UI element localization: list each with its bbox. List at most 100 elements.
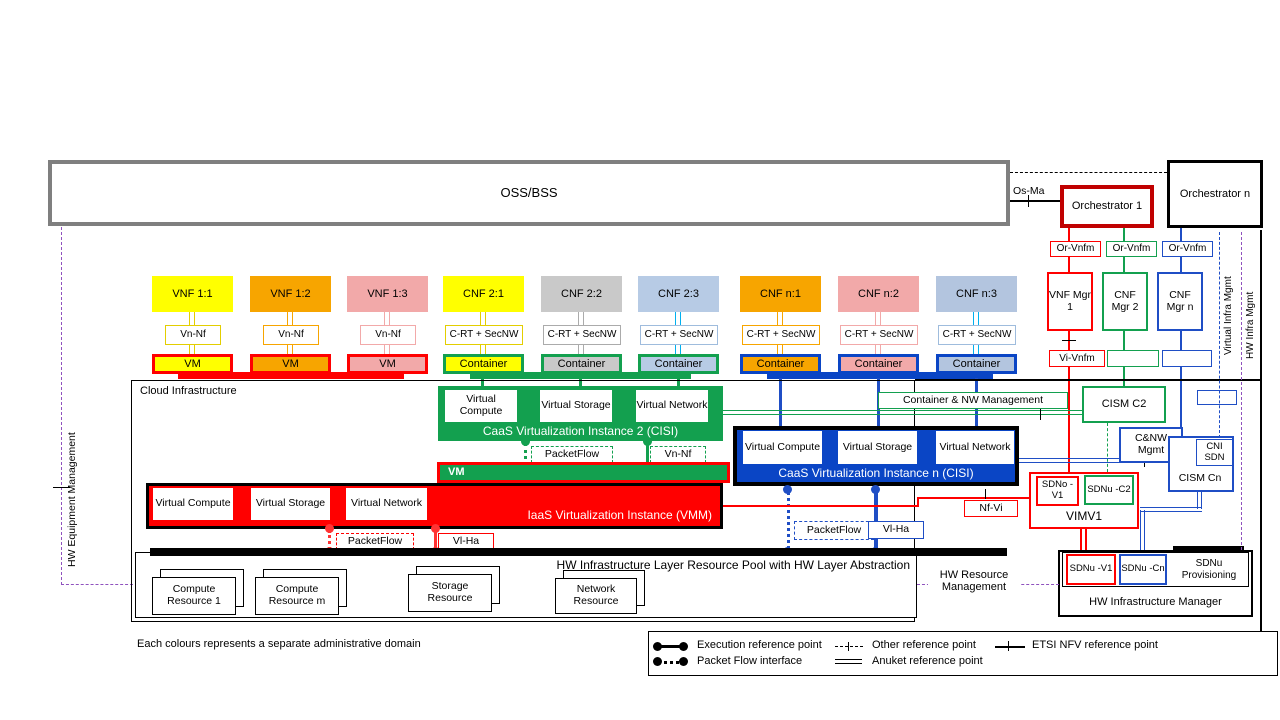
- nf-vi-label: Nf-Vi: [964, 500, 1018, 517]
- caasn-virtual-compute: Virtual Compute: [743, 431, 822, 464]
- container-nw-mgmt-label: Container & NW Management: [878, 392, 1068, 409]
- container-domain-bar-green: [470, 372, 691, 379]
- nf-runtime: Container: [638, 354, 719, 374]
- legend-etsi-symbol: [995, 646, 1025, 648]
- or-vnfm-label-blue: Or-Vnfm: [1162, 241, 1213, 257]
- legend-anuket-label: Anuket reference point: [872, 655, 983, 667]
- compute-resource-m: Compute Resource m: [255, 577, 339, 615]
- caas2-virtual-network: Virtual Network: [636, 390, 708, 422]
- nf-mid-label: C-RT + SecNW: [543, 325, 621, 345]
- cism-cn-drop-h: [1140, 507, 1202, 512]
- nf-runtime: Container: [443, 354, 524, 374]
- legend-etsi-label: ETSI NFV reference point: [1032, 639, 1158, 651]
- sdnu-cn-box: SDNu -Cn: [1119, 554, 1167, 585]
- nf-title: CNF n:1: [740, 276, 821, 312]
- sdnu-v1-box: SDNu -V1: [1066, 554, 1116, 585]
- nf-title: CNF 2:1: [443, 276, 524, 312]
- empty-box-small-blue: [1197, 390, 1237, 405]
- nf-runtime: Container: [936, 354, 1017, 374]
- orchestrator-n-box: Orchestrator n: [1167, 160, 1263, 228]
- anuket-tick-green: [1040, 408, 1041, 420]
- nf-runtime: VM: [250, 354, 331, 374]
- legend-packet-label: Packet Flow interface: [697, 655, 803, 667]
- compute-resource-1: Compute Resource 1: [152, 577, 236, 615]
- os-ma-line: [1010, 200, 1060, 202]
- legend-execution-dot: [653, 642, 662, 651]
- hw-infra-mgmt-line: [1241, 232, 1242, 550]
- cism-c2-box: CISM C2: [1082, 386, 1166, 423]
- nf-title: VNF 1:3: [347, 276, 428, 312]
- exec-dot: [325, 524, 334, 533]
- hw-equipment-mgmt-tick: [53, 487, 70, 488]
- legend-packet-dot: [653, 657, 662, 666]
- black-domain-boundary: [1260, 230, 1262, 632]
- exec-dot: [783, 485, 792, 494]
- iaas-label: IaaS Virtualization Instance (VMM): [527, 508, 712, 522]
- right-domain-top-line: [915, 379, 1261, 381]
- container-domain-bar-blue: [767, 372, 993, 379]
- oss-bss-box: OSS/BSS: [48, 160, 1010, 226]
- nf-vi-tick: [985, 489, 986, 499]
- nf-vi-line-1: [723, 505, 919, 507]
- sdnu-provisioning-bar: [1173, 546, 1244, 553]
- os-ma-label: Os-Ma: [1013, 185, 1045, 197]
- hw-equipment-mgmt-line-v: [61, 227, 62, 585]
- line-vnfmgr-vim: [1068, 331, 1070, 473]
- iaas-virtual-storage: Virtual Storage: [251, 488, 330, 520]
- hw-infra-mgmt-label: HW Infra Mgmt: [1245, 291, 1256, 360]
- stub-green-3: [677, 378, 680, 388]
- nf-title: CNF 2:3: [638, 276, 719, 312]
- iaas-virtual-compute: Virtual Compute: [153, 488, 233, 520]
- vnf-mgr-1-box: VNF Mgr 1: [1047, 272, 1093, 331]
- caas2-packetflow-label: PacketFlow: [531, 446, 613, 463]
- exec-dot: [521, 437, 530, 446]
- sdnu-provisioning-label: SDNu Provisioning: [1181, 558, 1237, 581]
- exec-dot: [871, 485, 880, 494]
- virtual-infra-mgmt-line: [1219, 232, 1220, 438]
- network-resource: Network Resource: [555, 578, 637, 614]
- stub-green-1: [481, 378, 484, 388]
- hw-abstraction-bar: [150, 548, 1007, 556]
- nf-mid-label: C-RT + SecNW: [640, 325, 718, 345]
- caas2-virtual-storage: Virtual Storage: [540, 390, 612, 422]
- caas2-vn-nf-label: Vn-Nf: [650, 446, 706, 463]
- nf-title: VNF 1:2: [250, 276, 331, 312]
- vm-bar-label: VM: [448, 466, 465, 478]
- empty-box-blue: [1162, 350, 1212, 367]
- caasn-label: CaaS Virtualization Instance n (CISI): [778, 465, 974, 480]
- nf-mid-label: Vn-Nf: [165, 325, 221, 345]
- nf-mid-label: C-RT + SecNW: [938, 325, 1016, 345]
- vim-sdnu-connector: [1080, 529, 1087, 554]
- legend-anuket-symbol: [835, 659, 862, 664]
- cism-cn-drop-1: [1197, 492, 1202, 509]
- legend-packet-symbol: [658, 661, 685, 664]
- vm-domain-bar-red: [178, 372, 404, 379]
- hw-resource-mgmt-label: HW Resource Management: [928, 564, 1020, 598]
- nf-title: VNF 1:1: [152, 276, 233, 312]
- nf-mid-label: C-RT + SecNW: [840, 325, 918, 345]
- line-cnfmgrn-cism: [1180, 331, 1182, 437]
- cloud-infrastructure-label: Cloud Infrastructure: [140, 385, 237, 397]
- cism-c2-sdnu-dashed-line: [1107, 423, 1108, 472]
- hw-pool-label: HW Infrastructure Layer Resource Pool wi…: [556, 558, 910, 572]
- storage-resource: Storage Resource: [408, 574, 492, 612]
- exec-line-red: [434, 530, 437, 550]
- vi-vnfm-label: Vi-Vnfm: [1049, 350, 1105, 367]
- tick-vnfmgr-line: [1062, 340, 1076, 341]
- nf-runtime: VM: [347, 354, 428, 374]
- caasn-vl-ha-label: Vl-Ha: [868, 521, 924, 539]
- other-ref-line-oss-orchn: [1010, 172, 1167, 173]
- nf-mid-label: C-RT + SecNW: [742, 325, 820, 345]
- legend-execution-symbol: [658, 645, 685, 648]
- nf-vi-line-jog: [917, 497, 919, 507]
- sdno-v1-box: SDNo -V1: [1036, 476, 1079, 506]
- iaas-virtual-network: Virtual Network: [346, 488, 427, 520]
- nf-title: CNF n:3: [936, 276, 1017, 312]
- hw-equipment-mgmt-line-h: [61, 584, 133, 585]
- stub-green-2: [579, 378, 582, 388]
- legend-other-label: Other reference point: [872, 639, 976, 651]
- nf-title: CNF n:2: [838, 276, 919, 312]
- nf-mid-label: C-RT + SecNW: [445, 325, 523, 345]
- nf-runtime: Container: [541, 354, 622, 374]
- vm-bar: VM: [437, 462, 730, 483]
